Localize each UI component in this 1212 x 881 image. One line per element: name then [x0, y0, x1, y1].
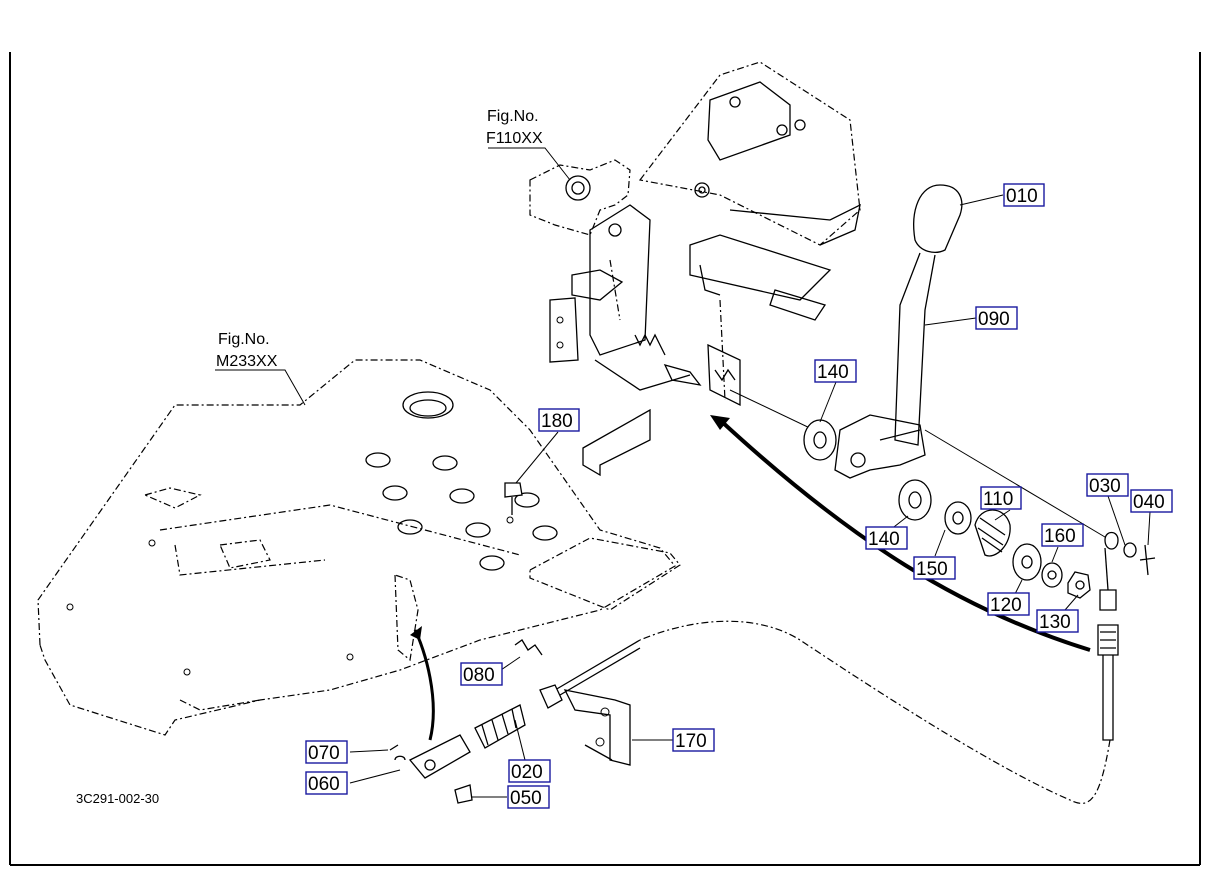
svg-text:160: 160 [1044, 526, 1076, 547]
part-label-110[interactable]: 110 [980, 486, 1022, 510]
hardware-stack [803, 419, 1156, 599]
svg-text:070: 070 [308, 743, 340, 764]
drawing-code: 3C291-002-30 [76, 791, 159, 806]
figure-ref-number: M233XX [216, 353, 278, 370]
part-label-070[interactable]: 070 [305, 740, 348, 764]
part-label-140-lower[interactable]: 140 [865, 526, 908, 550]
svg-text:140: 140 [817, 362, 849, 383]
shift-lever [729, 184, 1111, 541]
part-label-010[interactable]: 010 [1003, 183, 1045, 207]
part-label-030[interactable]: 030 [1086, 473, 1129, 497]
part-label-080[interactable]: 080 [460, 662, 503, 686]
figure-ref-M233XX: Fig.No. M233XX [216, 331, 278, 370]
svg-text:120: 120 [990, 595, 1022, 616]
part-label-020[interactable]: 020 [508, 759, 551, 783]
cable-bracket [514, 639, 631, 766]
part-label-170[interactable]: 170 [672, 728, 715, 752]
part-label-060[interactable]: 060 [305, 771, 348, 795]
part-label-120[interactable]: 120 [987, 592, 1030, 616]
part-label-180[interactable]: 180 [538, 408, 580, 432]
figure-ref-F110XX: Fig.No. F110XX [486, 108, 543, 147]
svg-text:010: 010 [1006, 186, 1038, 207]
part-label-160[interactable]: 160 [1041, 523, 1084, 547]
svg-text:110: 110 [983, 489, 1013, 510]
svg-text:050: 050 [510, 788, 542, 809]
svg-text:170: 170 [675, 731, 707, 752]
figure-ref-number: F110XX [486, 130, 543, 147]
figure-ref-title: Fig.No. [218, 331, 270, 348]
svg-text:040: 040 [1133, 492, 1165, 513]
svg-text:080: 080 [463, 665, 495, 686]
svg-text:030: 030 [1089, 476, 1121, 497]
svg-text:180: 180 [541, 411, 573, 432]
svg-text:060: 060 [308, 774, 340, 795]
leader-lines [215, 147, 1151, 798]
part-label-050[interactable]: 050 [507, 785, 550, 809]
bracket-assembly [529, 61, 861, 477]
svg-text:140: 140 [868, 529, 900, 550]
part-label-150[interactable]: 150 [913, 556, 956, 580]
part-label-130[interactable]: 130 [1036, 609, 1079, 633]
bolt-180 [504, 482, 523, 515]
part-label-040[interactable]: 040 [1130, 489, 1173, 513]
svg-text:020: 020 [511, 762, 543, 783]
floor-panel-outline [37, 359, 681, 736]
svg-text:130: 130 [1039, 612, 1071, 633]
diagram-border [9, 52, 1201, 866]
part-label-140-upper[interactable]: 140 [814, 359, 857, 383]
figure-ref-title: Fig.No. [487, 108, 539, 125]
svg-text:090: 090 [978, 309, 1010, 330]
part-label-090[interactable]: 090 [975, 306, 1018, 330]
svg-text:150: 150 [916, 559, 948, 580]
control-cable [389, 415, 1119, 804]
